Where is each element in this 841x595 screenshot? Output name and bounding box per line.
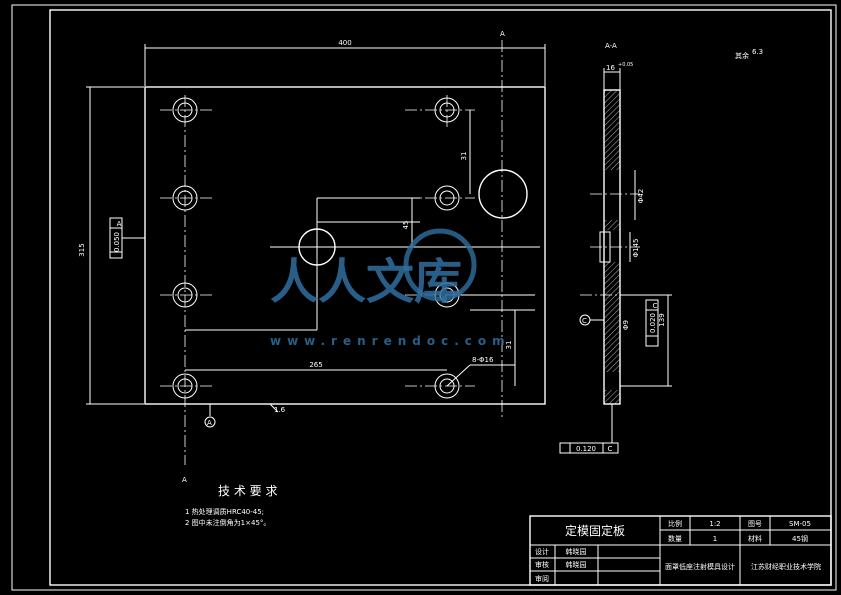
outer-border — [11, 4, 837, 591]
dim-d1: 31 — [460, 152, 468, 161]
watermark-text: 人人文库 — [270, 254, 462, 310]
tol-bottom-ref: C — [608, 445, 613, 453]
tol-left: 0.050 — [113, 232, 121, 252]
note-item: 1 热处理调质HRC40-45; — [185, 507, 264, 516]
title-block — [529, 515, 832, 586]
section-mark-top: A — [500, 30, 505, 38]
qty-label: 数量 — [668, 534, 682, 543]
tol-right-ref: C — [653, 302, 658, 310]
drawing-no-label: 图号 — [748, 520, 762, 528]
dim-139: 139 — [658, 313, 666, 326]
watermark-url: www.renrendoc.com — [270, 334, 511, 348]
section-top-tol: +0.05 — [618, 62, 633, 68]
roughness-corner-val: 6.3 — [752, 48, 763, 56]
section-view — [580, 89, 640, 405]
hole — [160, 373, 215, 399]
dim-holes: 8-Φ16 — [472, 356, 494, 364]
inner-frame — [49, 9, 832, 586]
dim-d2: 45 — [402, 221, 410, 230]
school-name: 江苏财经职业技术学院 — [751, 562, 821, 571]
hole — [160, 282, 215, 308]
plate-outline — [144, 86, 546, 405]
hole — [160, 185, 215, 211]
part-name: 定模固定板 — [565, 523, 625, 538]
drawing-no: SM-05 — [789, 520, 811, 528]
watermark-logo-icon — [403, 228, 477, 302]
project-name: 面罩低座注射模具设计 — [665, 562, 735, 571]
datum-a-symbol — [204, 416, 216, 428]
hole — [160, 97, 215, 123]
note-item: 2 图中未注倒角为1×45°。 — [185, 518, 270, 527]
designer: 韩晓园 — [566, 547, 587, 556]
dim-height: 315 — [78, 243, 86, 256]
section-label: A-A — [605, 42, 617, 50]
dim-phi1: Φ42 — [637, 189, 645, 203]
checker: 韩晓园 — [566, 560, 587, 569]
notes-title: 技 术 要 求 — [218, 484, 277, 498]
scale-label: 比例 — [668, 519, 682, 528]
datum-c: C — [582, 317, 587, 325]
datum-a: A — [207, 419, 212, 427]
scale-value: 1:2 — [709, 520, 720, 528]
section-top-dim: 16 — [606, 64, 615, 72]
dim-d4: 31 — [505, 341, 513, 350]
roughness-corner: 其余 — [735, 51, 749, 60]
check-label: 审核 — [535, 560, 549, 569]
hole — [405, 95, 475, 130]
qty-value: 1 — [713, 535, 717, 543]
tol-bottom: 0.120 — [576, 445, 596, 453]
hole — [405, 373, 475, 399]
dim-phi2: Φ145 — [632, 239, 640, 258]
material-label: 材料 — [748, 534, 762, 543]
material-value: 45钢 — [792, 534, 808, 543]
tol-left-ref: A — [117, 220, 122, 228]
section-mark-bottom: A — [182, 476, 187, 484]
design-label: 设计 — [535, 547, 549, 556]
dim-d3: 265 — [309, 361, 322, 369]
approve-label: 审阅 — [535, 574, 549, 583]
dim-phi3: Φ9 — [622, 320, 630, 330]
dim-width: 400 — [338, 39, 351, 47]
tol-frame-right — [645, 299, 659, 347]
tol-frame-bottom — [559, 442, 619, 454]
tol-right: 0.020 — [649, 313, 657, 333]
large-bore-right — [478, 169, 528, 219]
roughness-bottom: 1.6 — [274, 406, 286, 414]
